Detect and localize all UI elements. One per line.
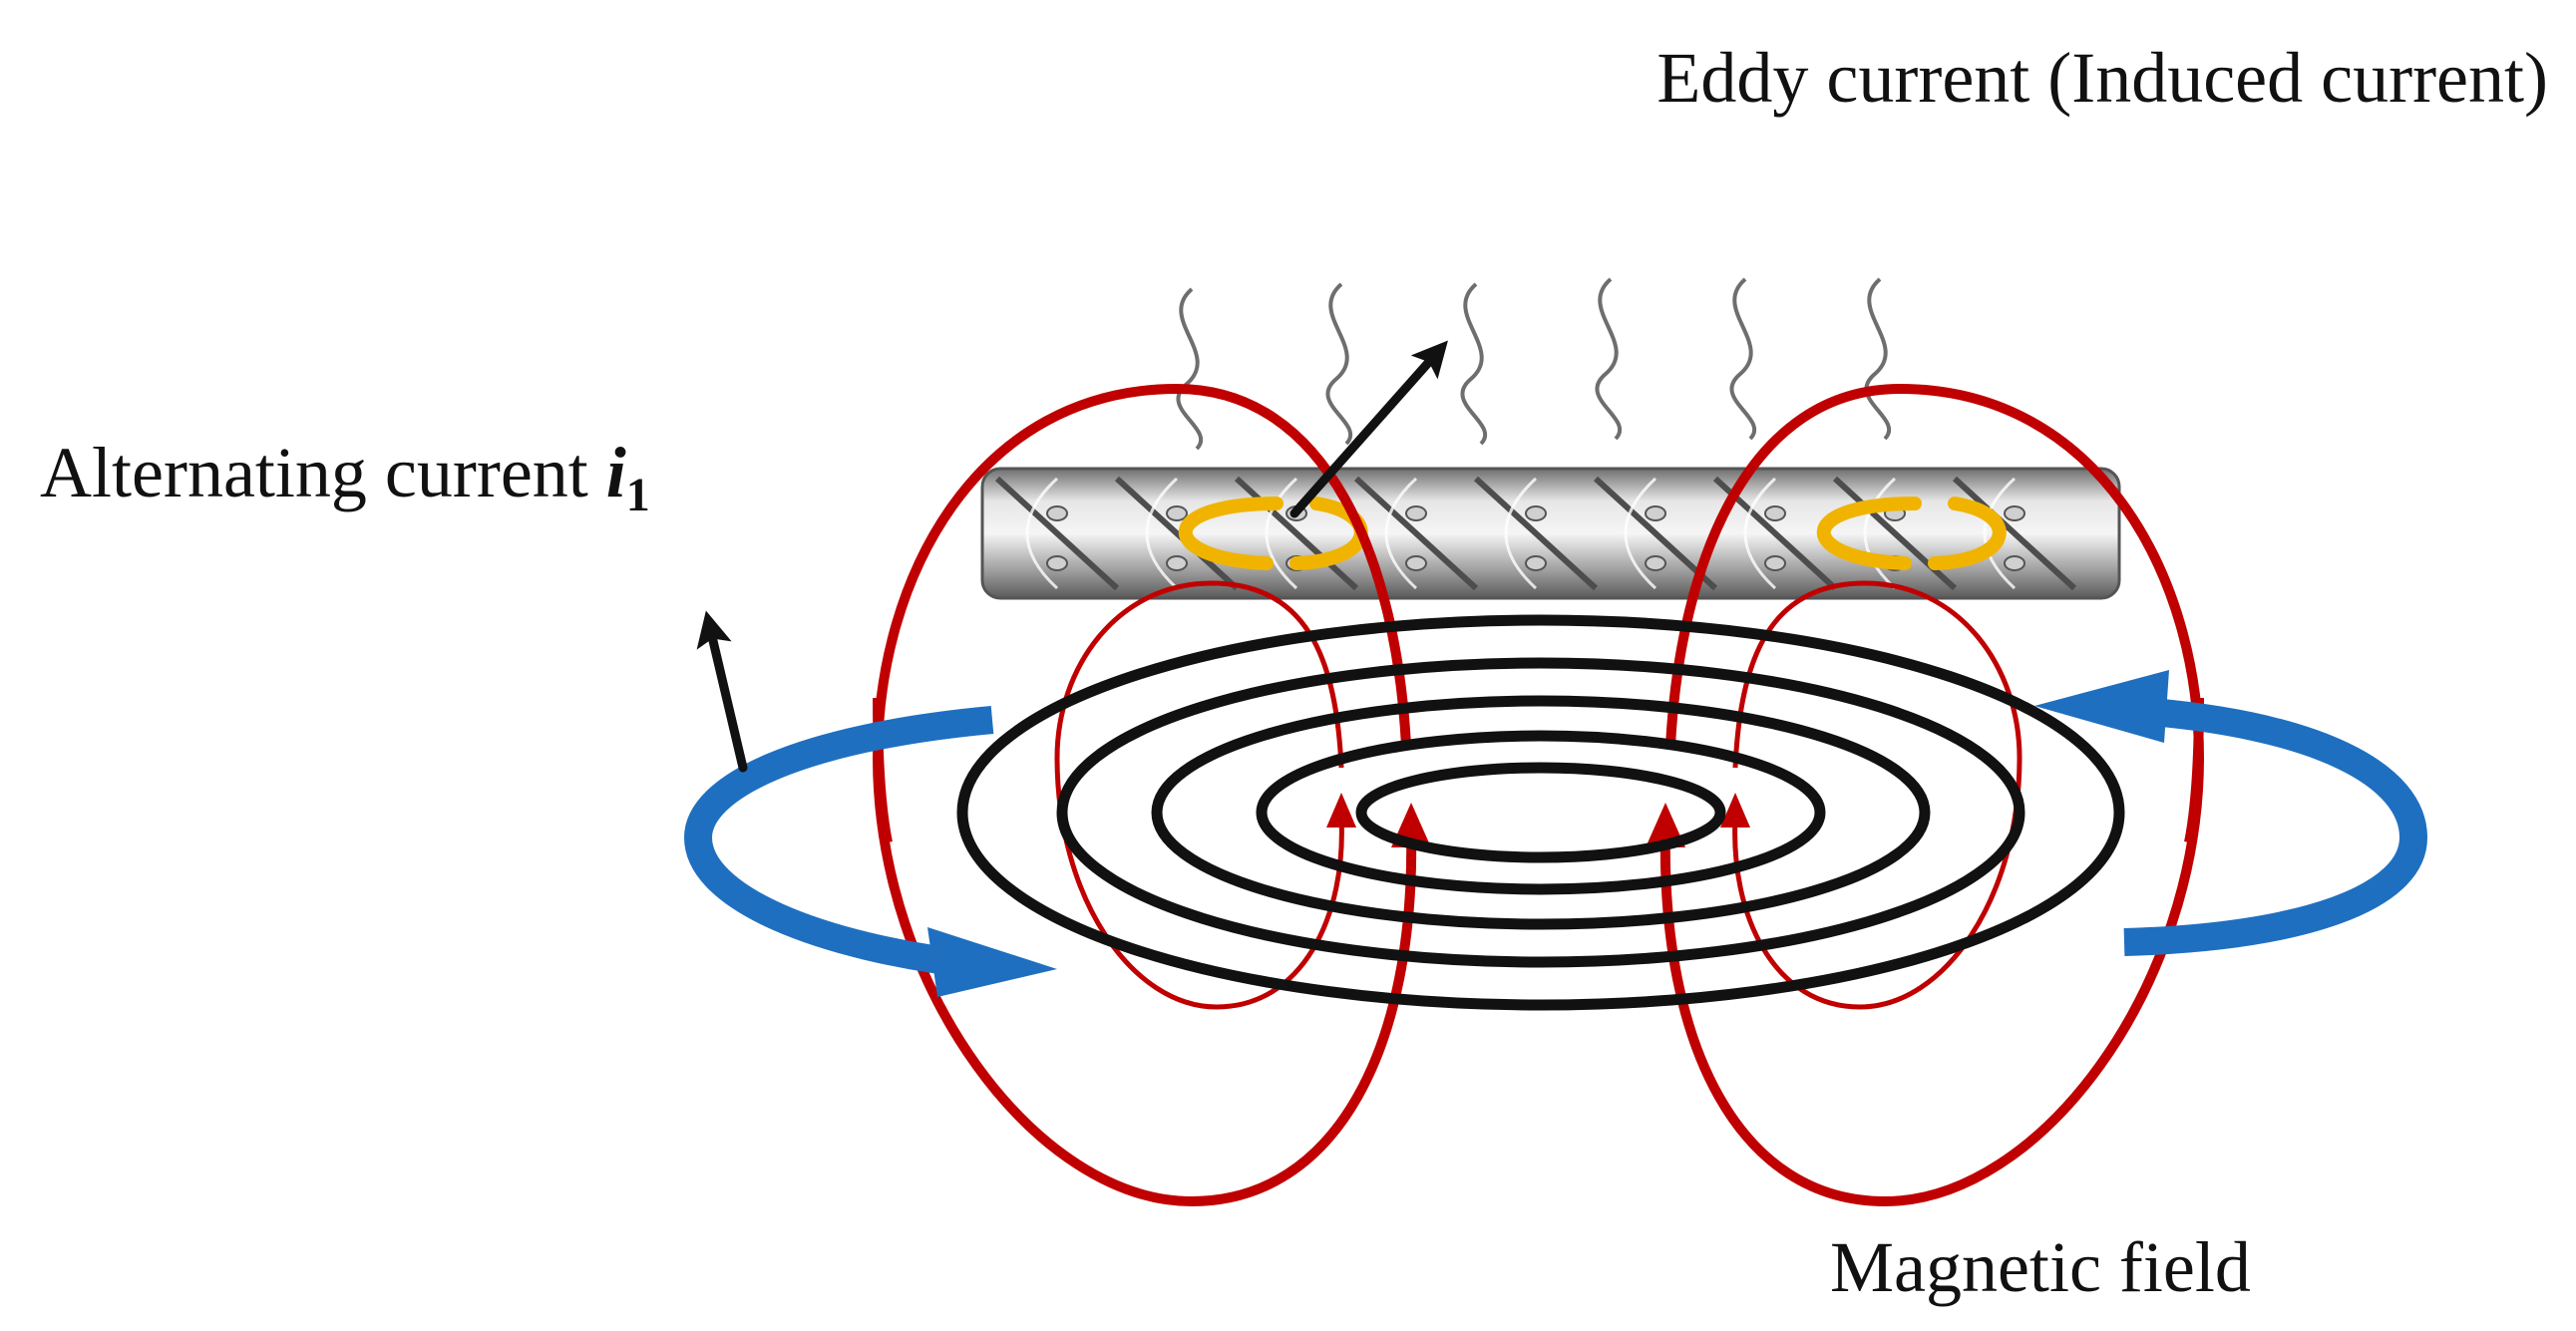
heat-wave xyxy=(1864,277,1892,441)
label-eddy-current: Eddy current (Induced current) xyxy=(1656,38,2548,118)
rebar xyxy=(980,467,2121,600)
heat-wave xyxy=(1176,287,1204,451)
heat-wave xyxy=(1595,277,1623,441)
eddy-loop-right xyxy=(1928,497,2007,570)
current-arrow-left xyxy=(683,706,994,979)
rebar-ribs xyxy=(1025,477,2017,590)
field-arrow-icon xyxy=(1326,793,1356,828)
current-arrow-right-head xyxy=(2034,670,2169,743)
label-magnetic-field: Magnetic field xyxy=(1830,1227,2251,1307)
current-subscript: 1 xyxy=(626,469,650,521)
field-arrow-icon xyxy=(1646,803,1685,847)
coil xyxy=(956,614,2125,1011)
field-arrow-icon xyxy=(1720,793,1750,828)
current-arrow-right xyxy=(2123,696,2428,956)
current-arrows xyxy=(683,670,2428,997)
heat-wave xyxy=(1729,277,1757,441)
coil-turn xyxy=(1355,762,1726,863)
rebar-ribs xyxy=(994,476,2077,591)
eddy-loop-left xyxy=(1178,497,1284,570)
label-alternating-text: Alternating current xyxy=(40,433,588,512)
current-symbol: i xyxy=(606,433,626,512)
pointer-eddy xyxy=(1289,340,1448,518)
coil-turn xyxy=(956,614,2125,1011)
heat-wave xyxy=(1325,282,1353,446)
label-alternating-current: Alternating current i1 xyxy=(40,433,650,521)
heat-waves xyxy=(1176,277,1892,451)
eddy-loop-right xyxy=(1816,497,1922,570)
heat-wave xyxy=(1460,282,1488,446)
field-arrowheads xyxy=(1326,793,1750,847)
pointer-alternating xyxy=(696,610,748,773)
coil-turn xyxy=(1056,657,2025,968)
coil-turn xyxy=(1151,695,1931,930)
pointer-arrows xyxy=(696,340,1448,773)
current-arrow-left-head xyxy=(927,927,1057,997)
coil-turn xyxy=(1256,730,1826,895)
magnetic-field-inner xyxy=(1054,580,2023,1010)
